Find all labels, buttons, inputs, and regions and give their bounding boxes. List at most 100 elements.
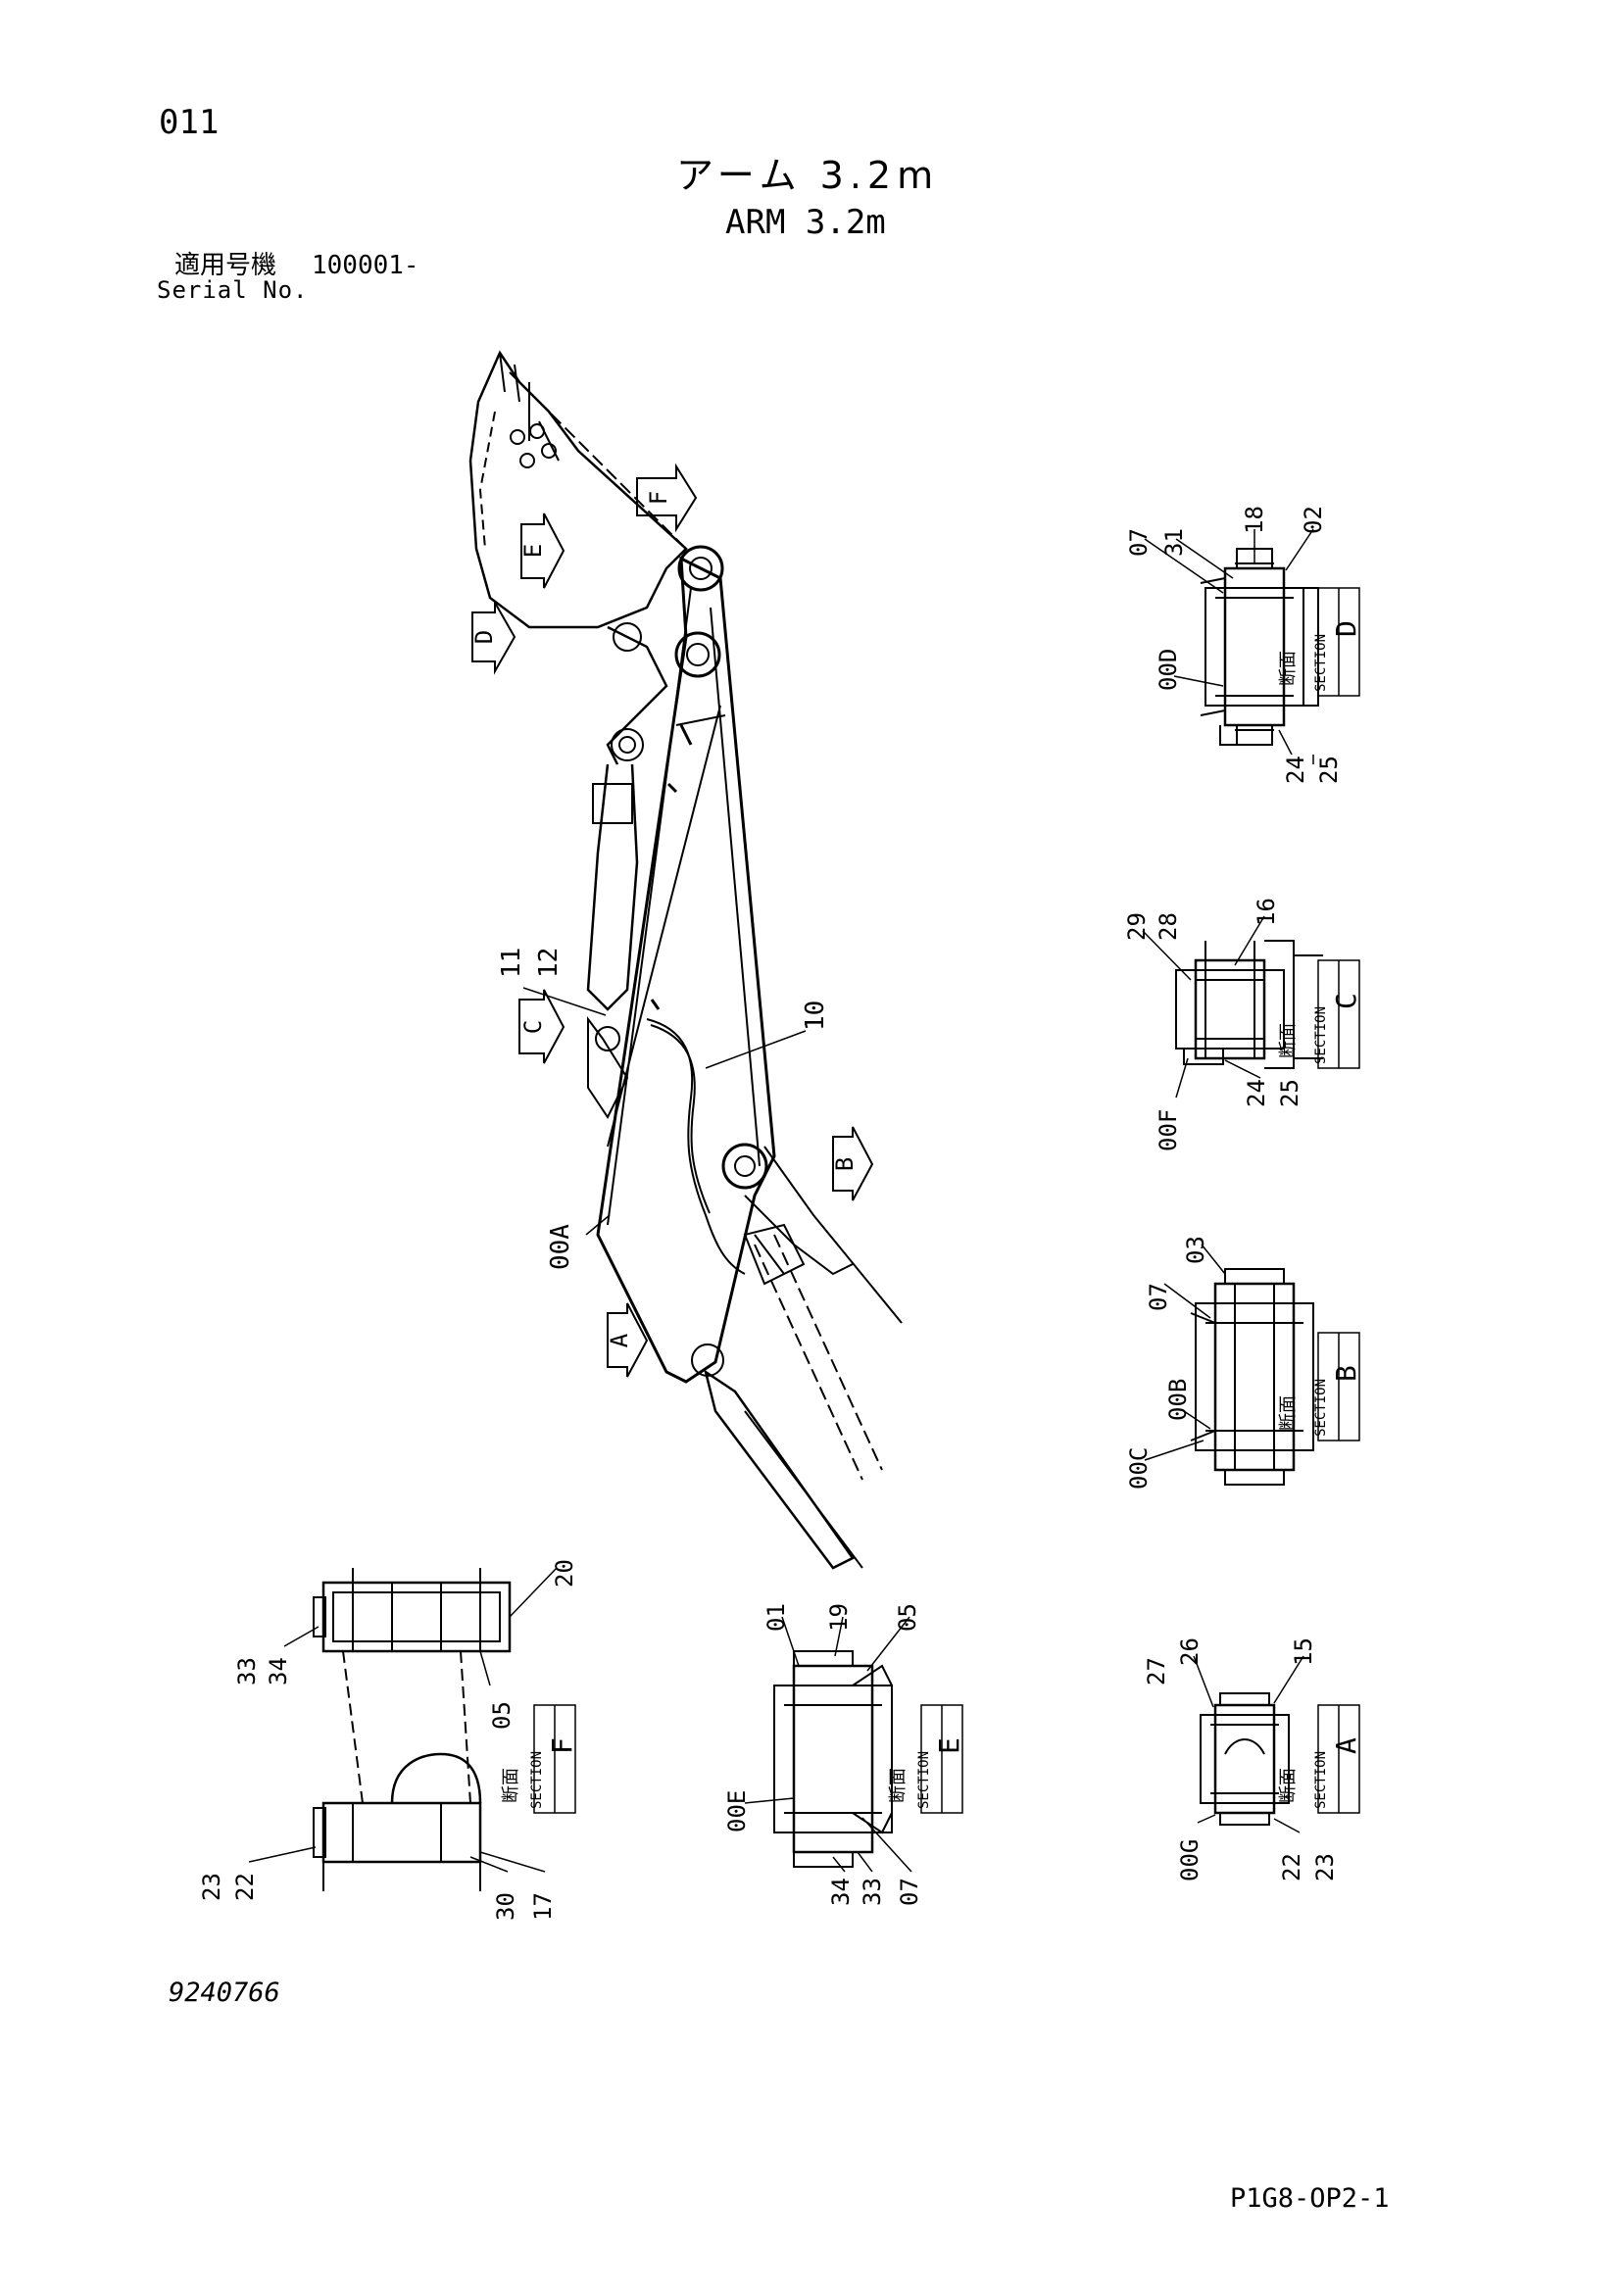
svg-text:SECTION: SECTION xyxy=(1313,1006,1329,1064)
section-F-tag: F SECTION 断面 xyxy=(501,1704,578,1814)
svg-text:33: 33 xyxy=(233,1657,261,1685)
serial-label-english: Serial No. xyxy=(157,276,309,304)
title-english: ARM 3.2m xyxy=(725,203,886,242)
svg-text:22: 22 xyxy=(231,1873,259,1901)
svg-text:19: 19 xyxy=(825,1603,853,1632)
svg-text:A: A xyxy=(1330,1737,1362,1754)
arrow-E: E xyxy=(519,513,565,589)
section-E-view xyxy=(773,1650,893,1868)
svg-text:23: 23 xyxy=(198,1873,225,1901)
svg-text:C: C xyxy=(1330,993,1362,1009)
arrow-B: B xyxy=(831,1126,874,1201)
svg-text:SECTION: SECTION xyxy=(916,1751,932,1809)
svg-text:SECTION: SECTION xyxy=(1313,1751,1329,1809)
svg-text:A: A xyxy=(606,1333,633,1347)
svg-text:26: 26 xyxy=(1176,1637,1204,1666)
arrow-C: C xyxy=(518,989,565,1064)
svg-text:30: 30 xyxy=(492,1892,519,1921)
section-B-tag: B SECTION 断面 xyxy=(1278,1332,1362,1441)
main-arm-view xyxy=(468,350,903,1570)
svg-text:00E: 00E xyxy=(723,1790,751,1832)
svg-text:断面: 断面 xyxy=(1278,651,1299,686)
svg-text:SECTION: SECTION xyxy=(1313,1379,1329,1437)
section-A-callouts: 27 26 15 00G 22 23 xyxy=(1143,1637,1339,1881)
svg-text:24: 24 xyxy=(1282,756,1309,784)
svg-text:D: D xyxy=(470,630,498,644)
title-japanese: アーム 3.2m xyxy=(676,154,940,197)
svg-text:07: 07 xyxy=(896,1878,923,1906)
svg-text:31: 31 xyxy=(1160,528,1188,557)
svg-text:00C: 00C xyxy=(1125,1447,1153,1490)
svg-text:00F: 00F xyxy=(1155,1109,1182,1151)
section-A-tag: A SECTION 断面 xyxy=(1278,1704,1362,1814)
callout-00A: 00A xyxy=(546,1224,575,1270)
svg-text:B: B xyxy=(831,1157,859,1171)
svg-text:F: F xyxy=(645,491,672,505)
svg-text:24: 24 xyxy=(1243,1079,1270,1107)
svg-text:D: D xyxy=(1330,620,1362,637)
svg-text:22: 22 xyxy=(1278,1853,1305,1881)
svg-text:25: 25 xyxy=(1315,756,1343,784)
page-code: P1G8-OP2-1 xyxy=(1230,2183,1390,2214)
svg-text:00G: 00G xyxy=(1176,1839,1204,1881)
svg-text:34: 34 xyxy=(265,1657,292,1685)
arrow-A: A xyxy=(606,1302,649,1378)
svg-text:33: 33 xyxy=(859,1878,886,1906)
page-number: 011 xyxy=(159,103,220,142)
svg-text:C: C xyxy=(519,1020,547,1034)
hydraulic-hose xyxy=(646,1018,746,1275)
svg-text:B: B xyxy=(1330,1365,1362,1382)
bucket-outline xyxy=(468,350,688,629)
callout-11: 11 xyxy=(497,948,526,978)
svg-text:07: 07 xyxy=(1145,1283,1172,1311)
svg-text:28: 28 xyxy=(1155,912,1182,941)
main-callouts: 10 11 12 00A xyxy=(497,948,830,1270)
svg-text:29: 29 xyxy=(1123,912,1151,941)
svg-text:F: F xyxy=(546,1737,578,1754)
section-C-callouts: 29 28 16 00F 24 25 xyxy=(1123,898,1303,1151)
section-F-view xyxy=(313,1568,512,1891)
callout-12: 12 xyxy=(534,948,564,978)
svg-text:20: 20 xyxy=(551,1559,578,1588)
svg-text:SECTION: SECTION xyxy=(1313,634,1329,692)
section-C-tag: C SECTION 断面 xyxy=(1278,959,1362,1069)
svg-text:23: 23 xyxy=(1311,1853,1339,1881)
svg-text:断面: 断面 xyxy=(1278,1768,1299,1803)
section-A-view xyxy=(1200,1692,1290,1826)
arrow-D: D xyxy=(470,599,516,675)
bucket-cylinder xyxy=(586,763,639,1011)
svg-text:34: 34 xyxy=(827,1878,855,1906)
svg-text:00B: 00B xyxy=(1164,1379,1192,1421)
svg-text:03: 03 xyxy=(1182,1236,1209,1264)
svg-text:17: 17 xyxy=(529,1892,557,1921)
arm-cylinder xyxy=(704,1369,855,1570)
section-B-callouts: 07 03 00C 00B xyxy=(1125,1236,1209,1490)
svg-text:05: 05 xyxy=(894,1603,921,1632)
section-C-view xyxy=(1175,940,1323,1069)
view-arrows: F E D C B A xyxy=(470,463,874,1378)
main-leader-lines xyxy=(522,987,807,1236)
section-E-tag: E SECTION 断面 xyxy=(888,1704,965,1814)
svg-text:00D: 00D xyxy=(1155,649,1182,691)
arrow-F: F xyxy=(636,463,698,533)
svg-text:05: 05 xyxy=(488,1701,516,1730)
section-B-view xyxy=(1190,1268,1314,1486)
svg-text:断面: 断面 xyxy=(1278,1395,1299,1431)
callout-10: 10 xyxy=(801,1001,830,1031)
section-D-callouts: 07 31 18 02 00D 24 25 xyxy=(1125,506,1343,784)
svg-text:15: 15 xyxy=(1290,1637,1317,1666)
serial-number-value: 100001- xyxy=(312,251,419,280)
svg-text:断面: 断面 xyxy=(888,1768,909,1803)
svg-text:E: E xyxy=(519,544,547,558)
boom-section xyxy=(744,1146,903,1324)
svg-text:SECTION: SECTION xyxy=(529,1751,545,1809)
svg-text:断面: 断面 xyxy=(1278,1023,1299,1058)
svg-text:25: 25 xyxy=(1276,1079,1303,1107)
section-D-tag: D SECTION xyxy=(1313,587,1362,697)
svg-text:16: 16 xyxy=(1253,898,1280,926)
arm-body xyxy=(596,556,776,1384)
section-E-callouts: 01 19 05 00E 34 33 07 xyxy=(723,1603,923,1906)
svg-text:断面: 断面 xyxy=(501,1768,521,1803)
section-D-view xyxy=(1200,548,1319,746)
